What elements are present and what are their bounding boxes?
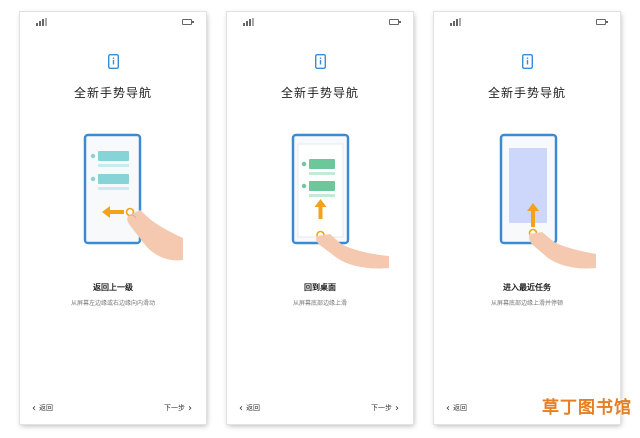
gesture-description: 从屏幕底部边缘上滑并停顿 — [490, 300, 563, 307]
signal-icon — [450, 18, 461, 26]
back-gesture-illustration — [83, 133, 183, 261]
next-chevron-icon: › — [188, 402, 192, 414]
info-phone-icon — [522, 54, 533, 69]
back-button[interactable]: ‹ 返回 — [32, 403, 53, 413]
watermark: 草丁图书馆 — [542, 398, 632, 418]
back-chevron-icon: ‹ — [32, 402, 36, 414]
next-label: 下一步 — [164, 404, 185, 412]
signal-icon — [36, 18, 47, 26]
back-chevron-icon: ‹ — [239, 402, 243, 414]
next-chevron-icon: › — [395, 402, 399, 414]
signal-icon — [243, 18, 254, 26]
recents-gesture-illustration — [499, 133, 596, 269]
next-label: 下一步 — [371, 404, 392, 412]
battery-icon — [389, 19, 401, 25]
info-phone-icon — [315, 54, 326, 69]
back-button[interactable]: ‹ 返回 — [446, 403, 467, 413]
page-title: 全新手势导航 — [280, 86, 359, 100]
gesture-title: 回到桌面 — [304, 283, 336, 292]
gesture-title: 进入最近任务 — [503, 283, 551, 292]
battery-icon — [596, 19, 608, 25]
battery-icon — [182, 19, 194, 25]
screen-recents-gesture: 全新手势导航 进入最近任务 从屏幕底部边缘上滑并停顿 ‹ 返回 — [434, 12, 620, 424]
page-title: 全新手势导航 — [487, 86, 566, 100]
gesture-description: 从屏幕底部边缘上滑 — [292, 300, 347, 307]
screen-back-gesture: 全新手势导航 返回上一级 从屏幕左边缘或右边缘向内滑动 ‹ 返回 下一步 › — [20, 12, 206, 424]
back-label: 返回 — [246, 404, 260, 412]
back-label: 返回 — [39, 404, 53, 412]
page-title: 全新手势导航 — [73, 86, 152, 100]
back-button[interactable]: ‹ 返回 — [239, 403, 260, 413]
back-label: 返回 — [453, 404, 467, 412]
screen-home-gesture: 全新手势导航 回到桌面 从屏幕底部边缘上滑 ‹ 返回 下一步 › — [227, 12, 413, 424]
gesture-description: 从屏幕左边缘或右边缘向内滑动 — [70, 300, 155, 307]
next-button[interactable]: 下一步 › — [371, 403, 399, 413]
back-chevron-icon: ‹ — [446, 402, 450, 414]
info-phone-icon — [108, 54, 119, 69]
home-gesture-illustration — [291, 133, 389, 269]
next-button[interactable]: 下一步 › — [164, 403, 192, 413]
gesture-title: 返回上一级 — [93, 283, 133, 292]
